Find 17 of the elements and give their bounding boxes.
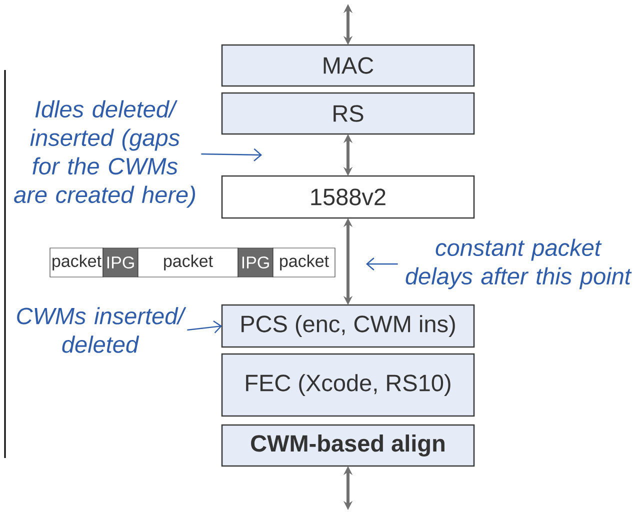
annotation-text: Idles deleted/ inserted (gaps for the CWMs are created here) <box>14 100 195 208</box>
arrow <box>187 320 222 334</box>
layer-box: RS <box>221 92 475 135</box>
packet-cell: packet <box>272 248 336 278</box>
packet-cell: packet <box>50 248 104 278</box>
arrow <box>366 258 398 270</box>
annotation-text: CWMs inserted/ deleted <box>17 307 186 353</box>
arrow <box>201 148 262 162</box>
annotation-text: constant packet delays after this point <box>406 238 632 290</box>
layer-box: 1588v2 <box>221 175 475 219</box>
packet-cell: packet <box>138 248 238 278</box>
layer-box: FEC (Xcode, RS10) <box>221 353 475 417</box>
layer-box: PCS (enc, CWM ins) <box>221 304 475 348</box>
layer-box: CWM-based align <box>221 424 475 467</box>
gap-cell: IPG <box>238 248 274 278</box>
gap-cell: IPG <box>102 248 138 278</box>
layer-box: MAC <box>221 44 475 87</box>
